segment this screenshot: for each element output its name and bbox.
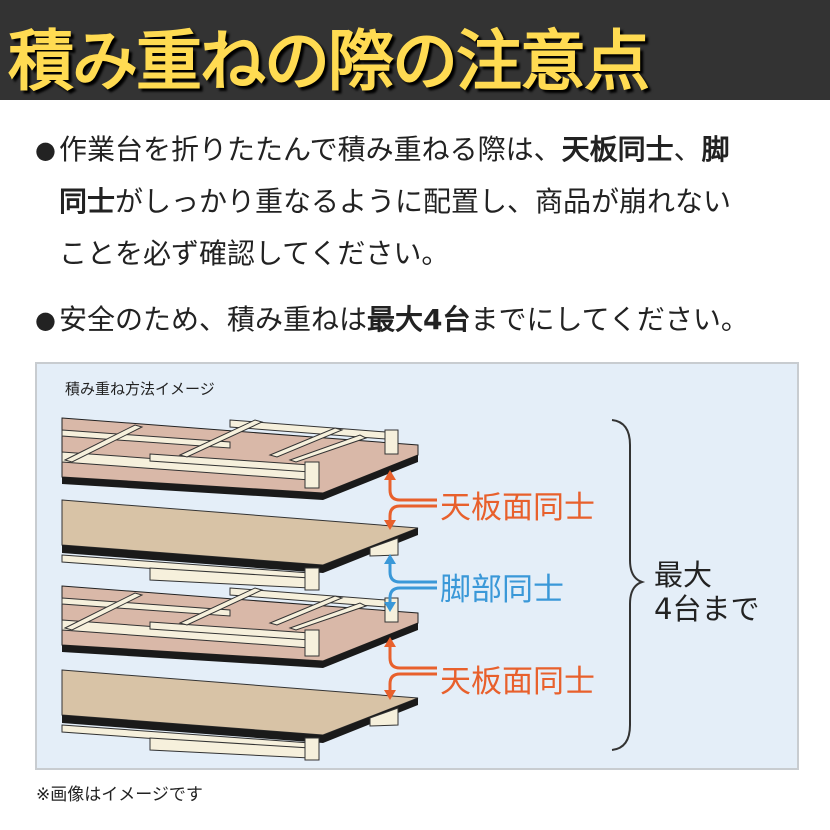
arrow-down-icon xyxy=(388,586,437,604)
table-upright-2 xyxy=(61,669,419,761)
table-inverted-1 xyxy=(61,417,419,501)
brace-icon xyxy=(611,419,646,751)
table-inverted-2 xyxy=(61,585,419,669)
page-title: 積み重ねの際の注意点 xyxy=(8,23,650,100)
diagram-caption: 積み重ね方法イメージ xyxy=(65,380,215,398)
arrow-down-icon xyxy=(388,672,437,692)
max-stack-label: 最大 4台まで xyxy=(654,558,760,626)
bullet-icon: ● xyxy=(35,136,56,164)
arrow-up-icon xyxy=(388,645,437,670)
arrow-up-icon xyxy=(388,478,437,502)
arrow-up-icon xyxy=(388,562,437,584)
label-top-to-top-1: 天板面同士 xyxy=(440,490,595,526)
arrow-down-icon xyxy=(388,504,437,522)
bullet-icon: ● xyxy=(35,306,56,334)
table-upright-1 xyxy=(61,499,419,591)
footnote: ※画像はイメージです xyxy=(36,785,203,805)
header-banner: 積み重ねの際の注意点 xyxy=(0,0,830,100)
label-legs-to-legs: 脚部同士 xyxy=(440,572,564,608)
label-top-to-top-2: 天板面同士 xyxy=(440,664,595,700)
